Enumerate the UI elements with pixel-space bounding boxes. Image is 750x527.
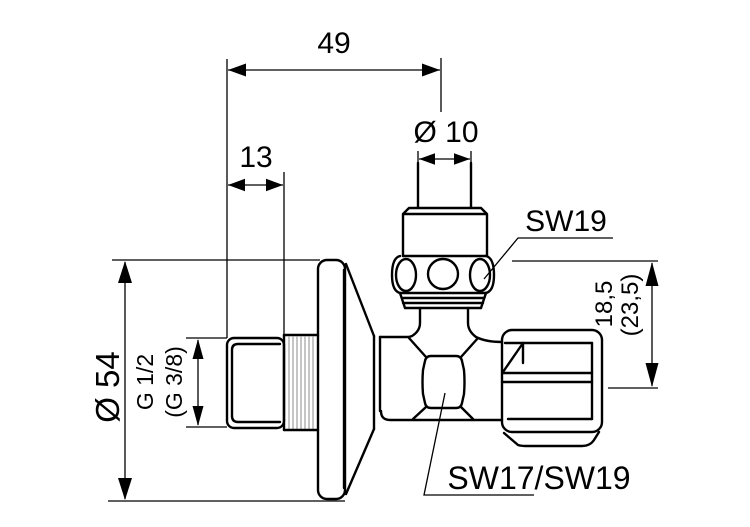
dim-text-d10: Ø 10 [413,116,478,149]
grip-right [468,257,492,293]
body-hex-boss [421,354,466,410]
dim-text-g12: G 1/2 [132,354,158,410]
grip-center [426,257,460,291]
grip-left [394,257,418,293]
dim-text-d54: Ø 54 [89,351,126,423]
arrow-d10-right [454,153,470,165]
label-sw17-sw19: SW17/SW19 [447,460,630,496]
arrow-49-right [422,63,440,77]
arrow-d54-bottom [118,478,132,500]
arrow-thread-top [192,339,204,359]
inlet-thread-end [225,336,286,430]
dim-text-49: 49 [317,27,350,60]
dimension-lines [108,58,658,502]
dim-text-235: (23,5) [617,274,644,337]
arrow-13-left [228,178,245,192]
arrow-d54-top [118,261,132,283]
dim-text-g38: (G 3/8) [161,346,187,418]
valve-body [378,306,504,422]
leader-sw19 [483,237,613,280]
wall-flange [316,258,382,501]
arrow-thread-bottom [192,406,204,426]
arrow-185-top [645,262,659,286]
inlet-thread-shank [282,333,320,432]
outlet-nut [500,328,604,448]
top-outlet-stem [416,161,473,209]
dim-text-13: 13 [239,141,272,174]
arrow-13-right [266,178,283,192]
thread-texture [288,336,314,430]
handle-collar [398,291,488,310]
label-sw19: SW19 [525,205,607,238]
dim-text-185: 18,5 [591,281,618,328]
leader-sw17-sw19 [423,392,534,496]
handle-knob [390,254,496,295]
arrow-185-bottom [645,363,659,387]
dimension-arrows [118,63,659,500]
arrow-49-left [228,63,246,77]
arrow-d10-left [419,153,435,165]
bonnet-cap [401,206,489,258]
dimension-labels: 49 13 Ø 10 Ø 54 G 1/2 (G 3/8) 18,5 (23,5… [89,27,644,496]
